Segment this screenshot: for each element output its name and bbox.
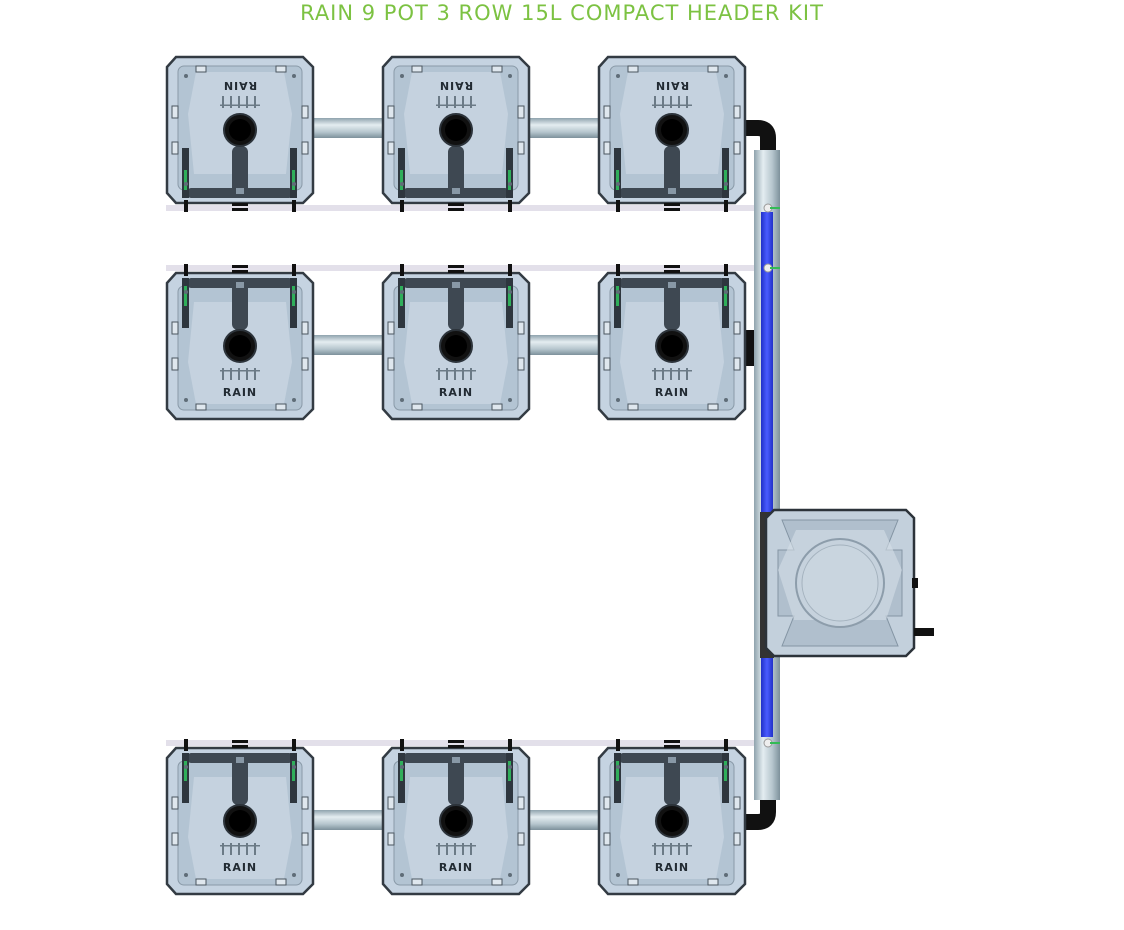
pot-label: RAIN (439, 386, 473, 399)
drain-tubes (166, 205, 766, 746)
pot: RAIN (165, 55, 315, 212)
connecting-pipes (300, 118, 610, 830)
pot: RAIN (381, 55, 531, 212)
pot: RAIN (165, 739, 315, 896)
feed-line-upper (761, 212, 773, 517)
bottom-elbow-hose (742, 798, 776, 830)
pot: RAIN (165, 264, 315, 421)
pump-outlet (914, 628, 934, 636)
reservoir-tank (764, 508, 934, 658)
drain-tube-1 (166, 205, 766, 211)
top-elbow-hose (742, 120, 776, 152)
pot-label: RAIN (439, 861, 473, 874)
pot-label: RAIN (655, 861, 689, 874)
pot: RAIN (381, 739, 531, 896)
drain-tube-3 (166, 740, 766, 746)
pot: RAIN (597, 264, 747, 421)
pot-label: RAIN (439, 79, 473, 92)
feed-line-lower (761, 655, 773, 737)
tube-fitting (763, 738, 780, 748)
pot: RAIN (381, 264, 531, 421)
pot-label: RAIN (223, 861, 257, 874)
drain-tube-2 (166, 265, 766, 271)
header-pipe (754, 150, 780, 800)
pot-label: RAIN (223, 79, 257, 92)
tube-fittings (763, 203, 780, 748)
page-title: RAIN 9 POT 3 ROW 15L COMPACT HEADER KIT (300, 1, 824, 25)
pot-label: RAIN (655, 386, 689, 399)
pot-label: RAIN (223, 386, 257, 399)
pot: RAIN (597, 55, 747, 212)
pots: RAIN RAIN RAIN RAIN RAIN RAIN RAIN RAIN RAIN (165, 55, 747, 896)
tube-fitting (763, 203, 780, 213)
pot: RAIN (597, 739, 747, 896)
tube-fitting (763, 263, 780, 273)
pot-label: RAIN (655, 79, 689, 92)
